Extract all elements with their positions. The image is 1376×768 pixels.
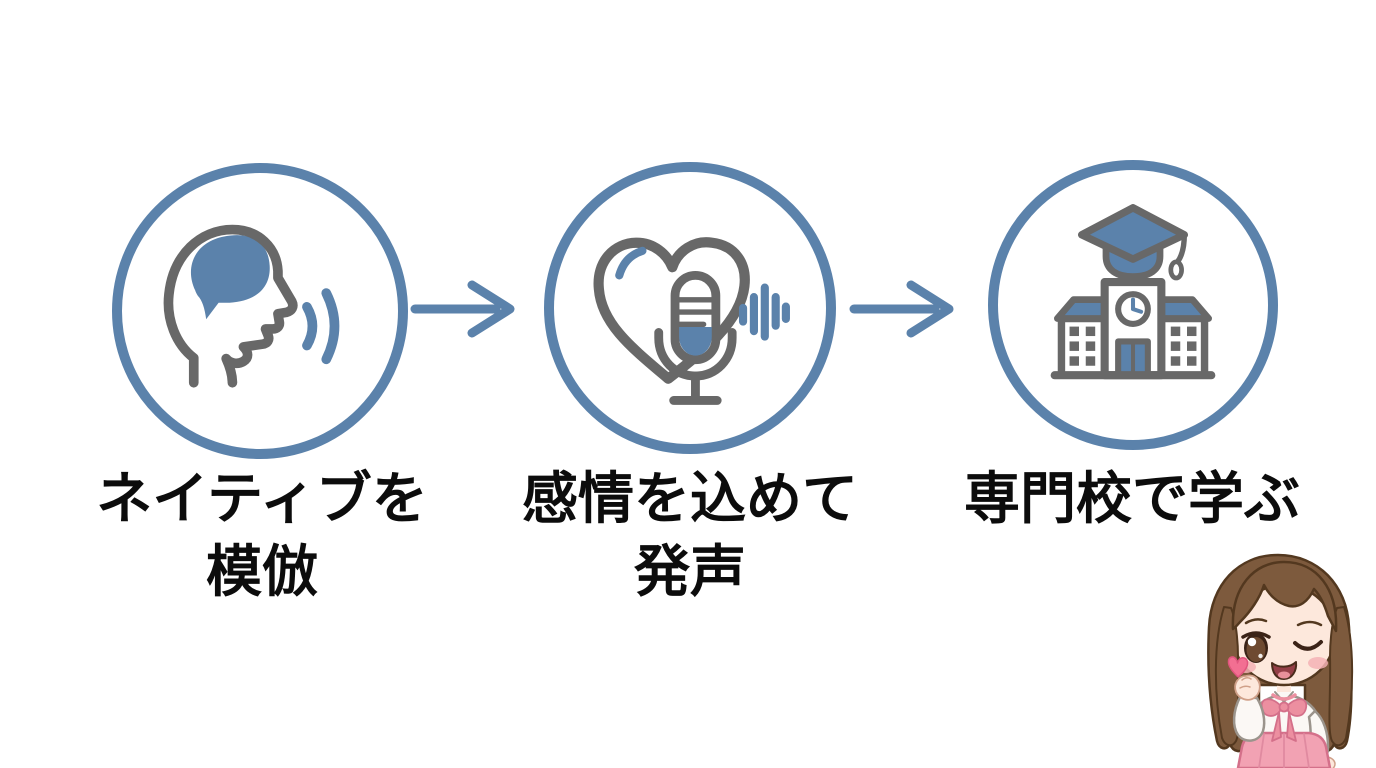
speaking-head-icon	[163, 224, 340, 388]
step3-label-line1: 専門校で学ぶ	[964, 467, 1300, 532]
step2-label: 感情を込めて 発声	[488, 464, 892, 610]
step1-label: ネイティブを 模倣	[60, 464, 464, 610]
right-arrow-icon	[410, 280, 515, 338]
step3-circle	[988, 160, 1278, 450]
heart-microphone-icon	[593, 237, 790, 405]
school-icon	[1050, 204, 1216, 380]
step3-label: 専門校で学ぶ	[930, 464, 1334, 537]
step1-circle	[112, 163, 408, 459]
step2-circle	[544, 162, 836, 454]
step2-label-line1: 感情を込めて	[522, 467, 858, 532]
step2-label-line2: 発声	[634, 539, 746, 605]
step1-label-line2: 模倣	[206, 539, 318, 605]
right-arrow-icon	[849, 280, 954, 338]
chibi-girl-mascot	[1207, 553, 1354, 768]
step1-label-line1: ネイティブを	[96, 467, 428, 532]
